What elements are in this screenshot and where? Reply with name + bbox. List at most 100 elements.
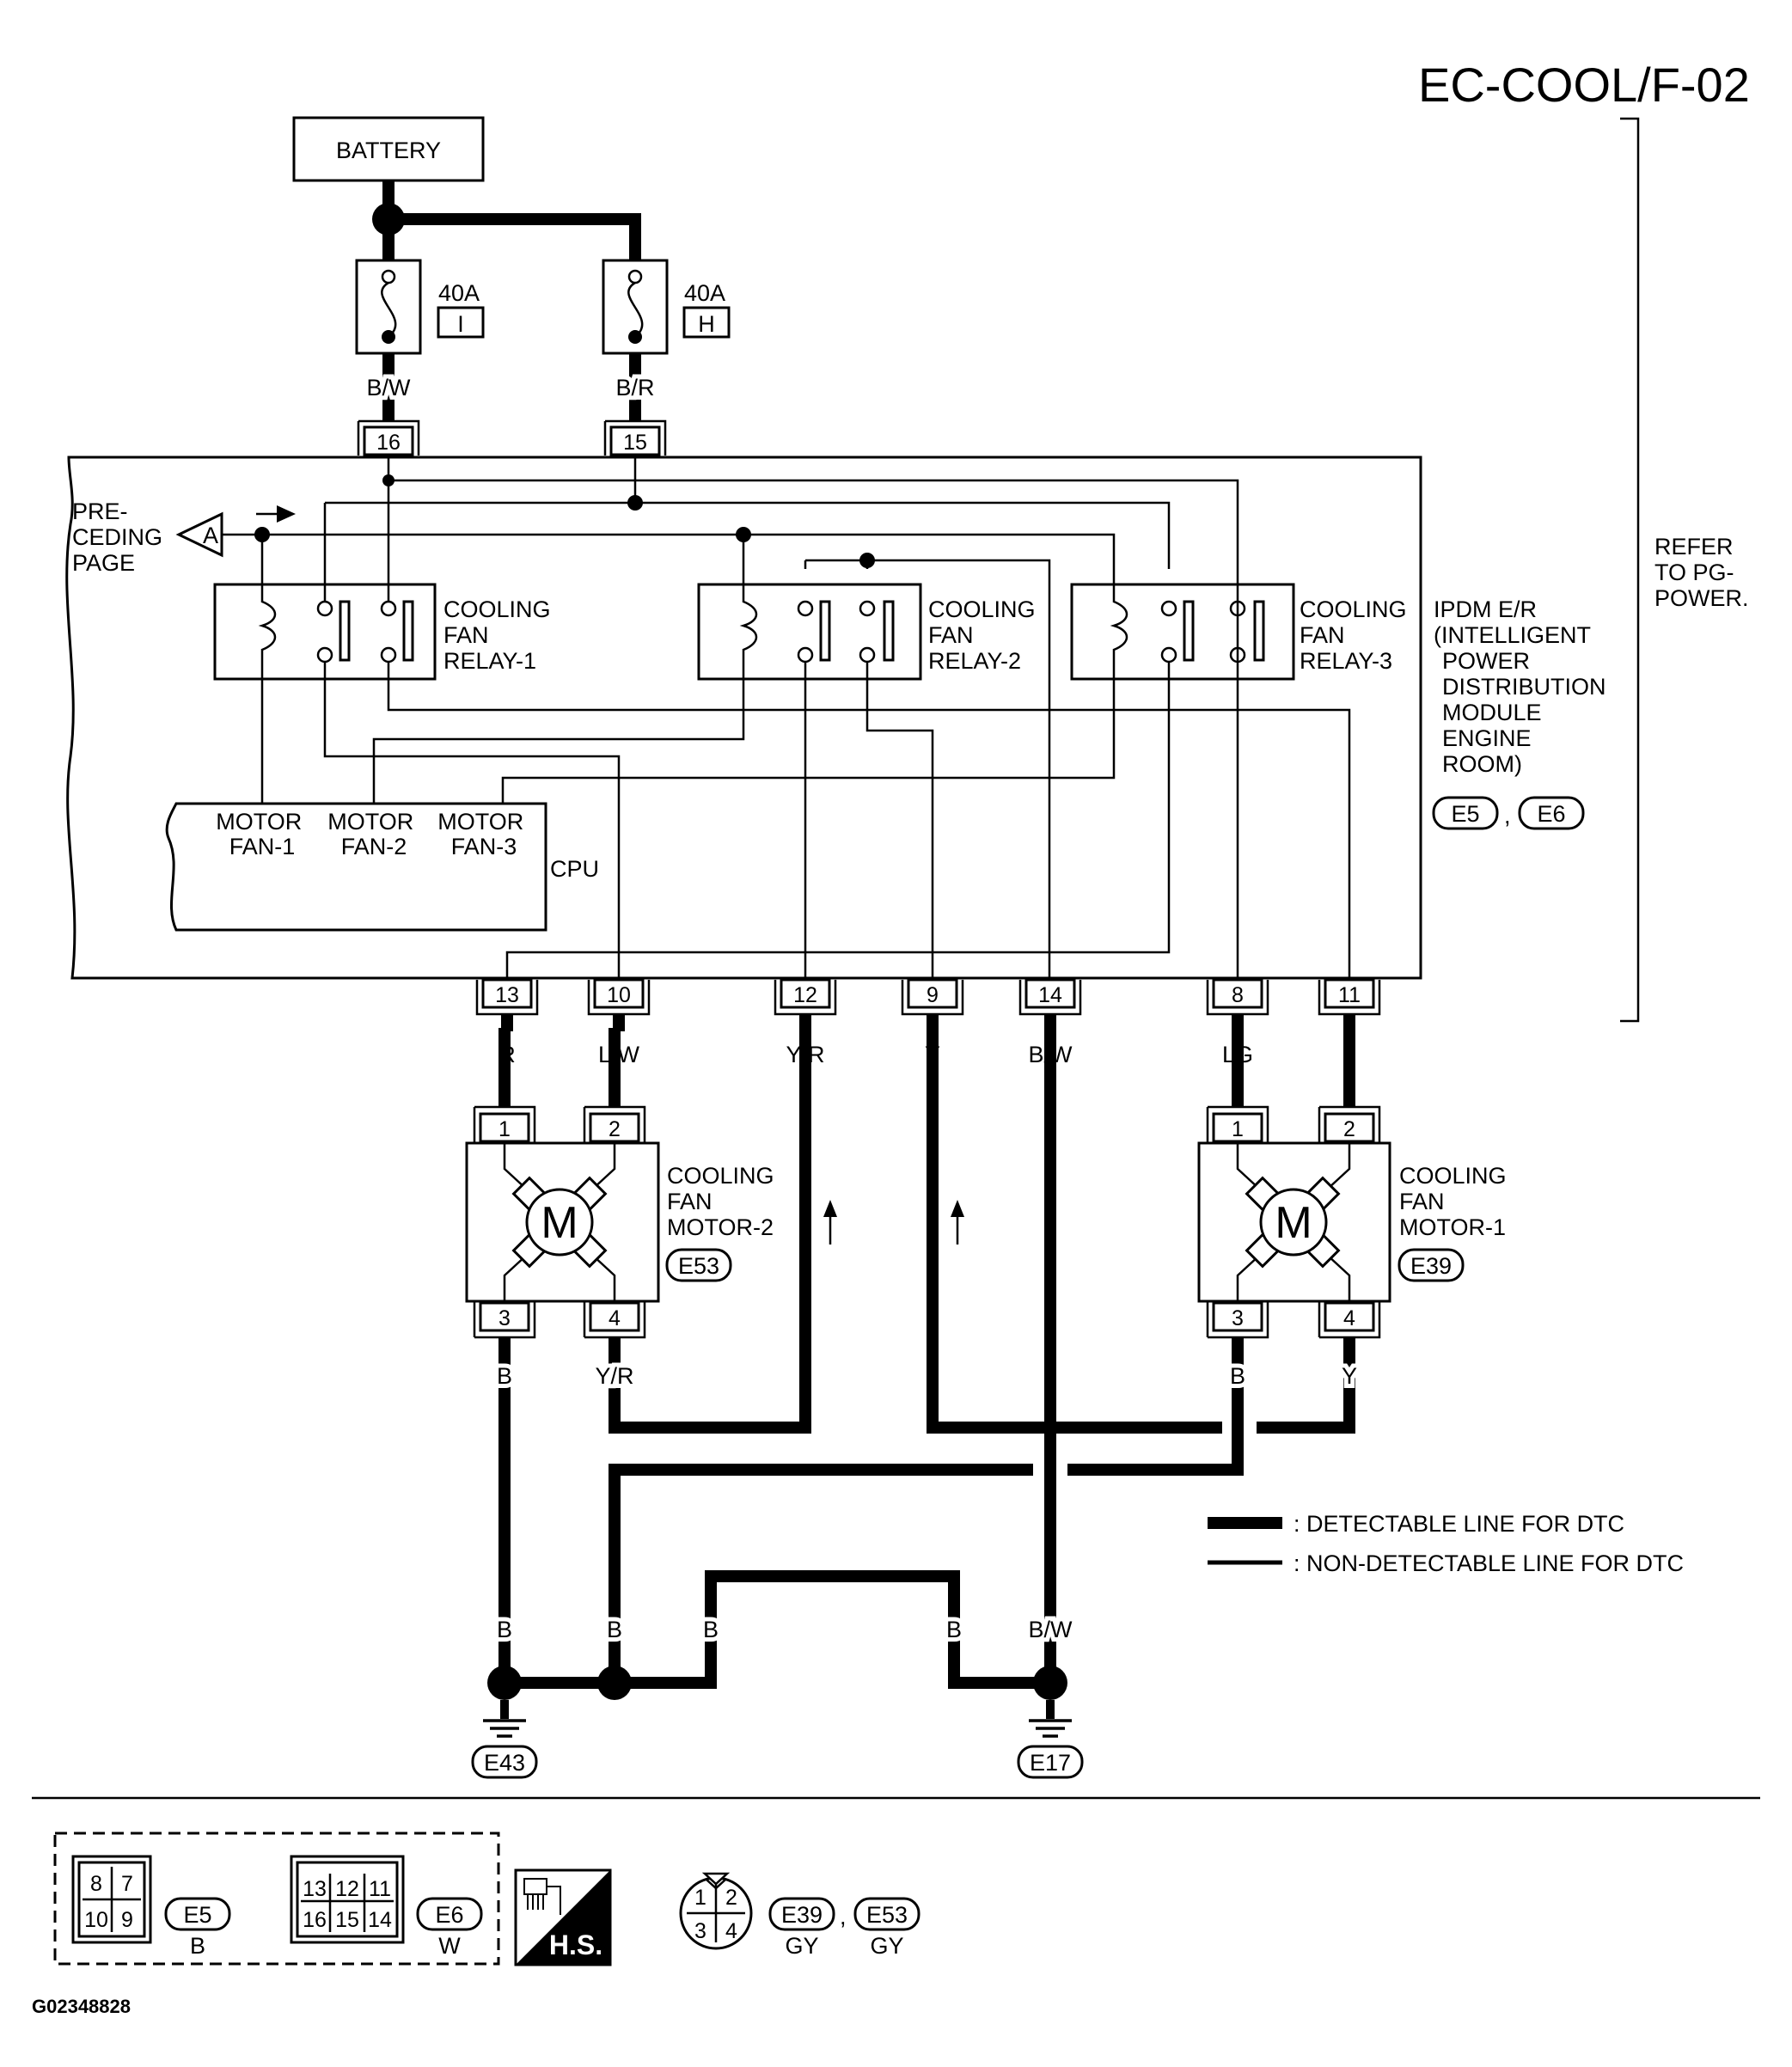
svg-text:E6: E6 — [435, 1902, 463, 1928]
splice-dot — [627, 495, 643, 511]
preceding-page-label: PRE- CEDING PAGE — [72, 498, 169, 576]
svg-text:10: 10 — [607, 983, 631, 1007]
motor-2-pin-3: 3 — [473, 1301, 536, 1339]
battery-box — [292, 116, 485, 182]
motor-1-label: COOLING FAN MOTOR-1 — [1399, 1163, 1513, 1240]
ground-wire-label: B/W — [1029, 1617, 1073, 1642]
ground-wire-label: B — [607, 1617, 622, 1642]
motor-symbol-icon — [525, 1188, 594, 1257]
wire-label-motor2-yr: Y/R — [595, 1363, 633, 1389]
svg-text:3: 3 — [498, 1306, 511, 1330]
svg-text:2: 2 — [609, 1117, 621, 1141]
svg-text:7: 7 — [121, 1872, 133, 1896]
refer-label: REFER TO PG- POWER. — [1654, 534, 1749, 611]
legend-non-detectable: : NON-DETECTABLE LINE FOR DTC — [1294, 1550, 1684, 1576]
arrow-up-icon — [823, 1200, 837, 1217]
svg-text:11: 11 — [1338, 983, 1361, 1007]
svg-text:14: 14 — [1038, 983, 1062, 1007]
wire-label-motor1-y: Y — [1342, 1363, 1357, 1389]
cooling-fan-relay-1: COOLING FAN RELAY-1 — [213, 569, 551, 804]
motor-2-pin-1: 1 — [473, 1105, 536, 1143]
ground-e43: E43 — [471, 1700, 538, 1779]
diagram-title: EC-COOL/F-02 — [1418, 58, 1750, 112]
ipdm-connector-e5: E5 — [1432, 796, 1499, 830]
fuse-element-icon — [627, 281, 644, 338]
svg-text:E5: E5 — [1451, 801, 1479, 827]
svg-text:10: 10 — [84, 1908, 108, 1932]
svg-text:3: 3 — [1232, 1306, 1244, 1330]
svg-text:W: W — [438, 1933, 461, 1959]
harness-e43-e17-bridge — [615, 1570, 1050, 1689]
svg-text:E6: E6 — [1537, 801, 1565, 827]
cpu-motor-fan-3: MOTOR FAN-3 — [437, 809, 530, 859]
wire-label-bw: B/W — [367, 375, 412, 401]
svg-text:16: 16 — [376, 431, 401, 455]
relay2-contact-drops — [804, 560, 869, 569]
motor-1-pin-3: 3 — [1206, 1301, 1269, 1339]
arrow-up-icon — [951, 1200, 964, 1217]
ground-splice — [597, 1666, 632, 1700]
connector-views-frame — [53, 1832, 500, 1966]
connector-e6-view: 13 12 11 16 15 14 E6 W — [290, 1855, 483, 1959]
motor-2-pin-4: 4 — [583, 1301, 646, 1339]
svg-text:E53: E53 — [866, 1902, 908, 1928]
motor-1-pin-1: 1 — [1206, 1105, 1269, 1143]
cpu-block — [165, 802, 547, 932]
relay-coil-icon — [739, 569, 758, 679]
harness-yr — [609, 1028, 811, 1434]
figure-code: G02348828 — [32, 1996, 131, 2017]
key-tab-icon — [701, 1872, 731, 1886]
svg-text:1: 1 — [1232, 1117, 1244, 1141]
svg-text:15: 15 — [623, 431, 647, 455]
harness-side-icon: H.S. — [514, 1868, 612, 1966]
cpu-label: CPU — [550, 856, 599, 882]
motor-1-pin-4: 4 — [1318, 1301, 1381, 1339]
svg-text:GY: GY — [785, 1933, 818, 1959]
bus-pin15 — [323, 501, 1171, 569]
cpu-motor-fan-2: MOTOR FAN-2 — [327, 809, 420, 859]
ground-e17: E17 — [1017, 1700, 1084, 1779]
fuse-h-amp: 40A — [684, 280, 725, 306]
battery-to-fuse-h — [388, 213, 641, 260]
legend-detectable: : DETECTABLE LINE FOR DTC — [1294, 1511, 1624, 1537]
fuse-i: 40A I — [355, 259, 485, 355]
fuse-i-id: I — [457, 311, 464, 337]
cooling-fan-relay-2: COOLING FAN RELAY-2 — [372, 569, 1036, 804]
motor-2-pin-2: 2 — [583, 1105, 646, 1143]
relay-coil-icon — [1110, 569, 1128, 679]
arrow-right-icon — [277, 505, 296, 523]
bus-coil-supply — [222, 533, 1116, 569]
svg-text:2: 2 — [725, 1886, 737, 1910]
wire-relay1-to-pin10 — [323, 662, 621, 990]
svg-text:3: 3 — [694, 1919, 706, 1943]
connector-e5-view: 8 7 10 9 E5 B — [71, 1855, 231, 1959]
comma-sep: , — [840, 1904, 847, 1929]
wire-relay2-to-pin9 — [865, 662, 934, 990]
ipdm-enclosure — [65, 456, 1422, 980]
fuse-h-id: H — [698, 311, 715, 337]
motor-symbol-icon — [1259, 1188, 1328, 1257]
coil-drops — [260, 535, 745, 569]
wire-relay1-to-pin11 — [387, 662, 1351, 990]
svg-text:4: 4 — [609, 1306, 621, 1330]
relay-coil-icon — [258, 569, 277, 679]
svg-text:12: 12 — [793, 983, 817, 1007]
cooling-fan-relay-3: COOLING FAN RELAY-3 — [501, 569, 1407, 804]
ipdm-pin-16: 16 — [357, 419, 420, 456]
svg-text:9: 9 — [121, 1908, 133, 1932]
svg-text:14: 14 — [368, 1908, 392, 1932]
harness-y — [927, 1028, 1355, 1434]
svg-text:M: M — [1275, 1198, 1312, 1248]
ground-splice — [1033, 1666, 1067, 1700]
svg-text:GY: GY — [870, 1933, 903, 1959]
refer-bracket — [1620, 117, 1640, 1023]
ground-symbol-icon — [1029, 1719, 1072, 1738]
bus-relay2-contact — [805, 559, 1051, 990]
svg-text:8: 8 — [90, 1872, 102, 1896]
wire-relay3-to-pin13 — [505, 662, 1171, 990]
cooling-fan-motor-2: 1 2 M 3 4 COOLING FAN MOTOR-2 — [465, 1105, 774, 1339]
legend: : DETECTABLE LINE FOR DTC : NON-DETECTAB… — [1208, 1511, 1684, 1576]
hs-label: H.S. — [549, 1929, 602, 1960]
wire-label-motor2-b: B — [497, 1363, 512, 1389]
